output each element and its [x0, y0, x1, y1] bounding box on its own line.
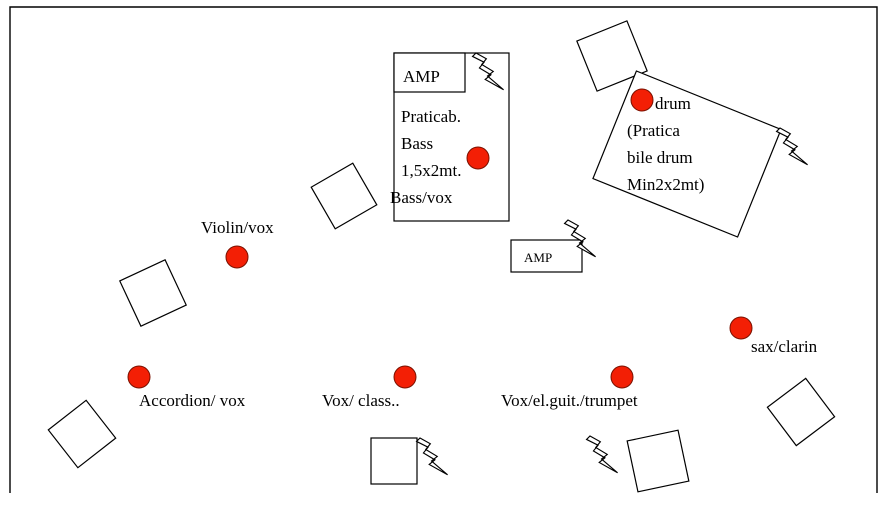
- bass-vox-label: Bass/vox: [390, 188, 453, 207]
- musician-position-icon: [127, 365, 151, 389]
- amp-box-top: [393, 52, 466, 93]
- bass-riser-line-1: Praticab.: [401, 107, 461, 126]
- musician-position-icon: [393, 365, 417, 389]
- violin-label: Violin/vox: [201, 218, 274, 237]
- drum-line-4: Min2x2mt): [627, 175, 704, 194]
- amp-top-label: AMP: [403, 67, 440, 86]
- monitor-wedge-icon: [370, 437, 418, 485]
- power-outlet-icon: [471, 52, 504, 91]
- monitor-wedge-icon: [118, 258, 188, 328]
- musician-position-icon: [630, 88, 654, 112]
- drum-line-3: bile drum: [627, 148, 693, 167]
- power-outlet-icon: [563, 219, 596, 258]
- monitor-wedge-icon: [766, 377, 836, 447]
- sax-label: sax/clarin: [751, 337, 818, 356]
- stage-outline: [9, 6, 878, 493]
- bass-riser-line-3: 1,5x2mt.: [401, 161, 461, 180]
- drum-line-2: (Pratica: [627, 121, 680, 140]
- amp-box-small: [510, 239, 583, 273]
- bass-riser-line-2: Bass: [401, 134, 433, 153]
- musician-position-icon: [225, 245, 249, 269]
- vox-guitar-label: Vox/el.guit./trumpet: [501, 391, 638, 410]
- drum-riser: [592, 70, 782, 238]
- power-outlet-icon: [775, 127, 808, 166]
- vox-class-label: Vox/ class..: [322, 391, 400, 410]
- musician-position-icon: [610, 365, 634, 389]
- power-outlet-icon: [415, 437, 448, 476]
- power-outlet-icon: [585, 435, 618, 474]
- amp-small-label: AMP: [524, 250, 552, 265]
- monitor-wedge-icon: [310, 162, 378, 230]
- musician-position-icon: [466, 146, 490, 170]
- musician-position-icon: [729, 316, 753, 340]
- accordion-label: Accordion/ vox: [139, 391, 246, 410]
- drum-line-1: drum: [655, 94, 691, 113]
- monitor-wedge-icon: [626, 429, 690, 493]
- monitor-wedge-icon: [47, 399, 117, 469]
- monitor-wedge-icon: [576, 20, 648, 92]
